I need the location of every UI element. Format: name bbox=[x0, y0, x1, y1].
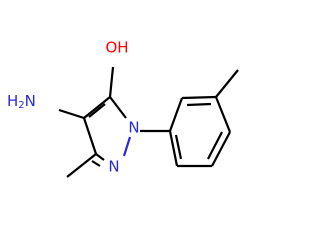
bond-c5-oh bbox=[108, 66, 115, 98]
amine-n: N bbox=[25, 92, 36, 110]
bond-c5-c4-double bbox=[88, 103, 106, 118]
molecule-canvas: OH H2N N N bbox=[7, 38, 239, 178]
hydroxyl-label: OH bbox=[105, 39, 128, 57]
bond-ar6-ar1-inner bbox=[174, 134, 183, 160]
ring-n2-label: N bbox=[108, 158, 119, 176]
ring-n1-label: N bbox=[128, 119, 139, 137]
amine-subscript: 2 bbox=[18, 100, 24, 111]
amine-h: H bbox=[7, 92, 18, 110]
bond-c3-methyl bbox=[66, 153, 97, 178]
bond-c3-n2-black bbox=[95, 153, 105, 161]
bond-ar1-ar2 bbox=[168, 97, 184, 132]
bond-ar4-ar5 bbox=[211, 131, 231, 167]
amine-label: H2N bbox=[7, 92, 36, 112]
bond-n2-n1 bbox=[122, 136, 132, 157]
bond-c4-nh2 bbox=[58, 108, 85, 120]
bond-c4-c3 bbox=[82, 117, 98, 155]
bond-ar2-ar3 bbox=[181, 95, 217, 100]
bond-c5-c4 bbox=[83, 96, 111, 119]
bond-n1-c5 bbox=[109, 96, 127, 119]
bond-c3-n2-double-black bbox=[91, 160, 101, 167]
bond-ar3-ar4 bbox=[214, 96, 232, 133]
bond-ar2-ar3-inner bbox=[186, 102, 212, 107]
bond-aryl-methyl bbox=[215, 69, 239, 98]
bond-ar4-ar5-inner bbox=[207, 131, 223, 160]
structure-diagram: OH H2N N N bbox=[7, 39, 239, 178]
bond-ar6-ar1 bbox=[168, 130, 179, 167]
